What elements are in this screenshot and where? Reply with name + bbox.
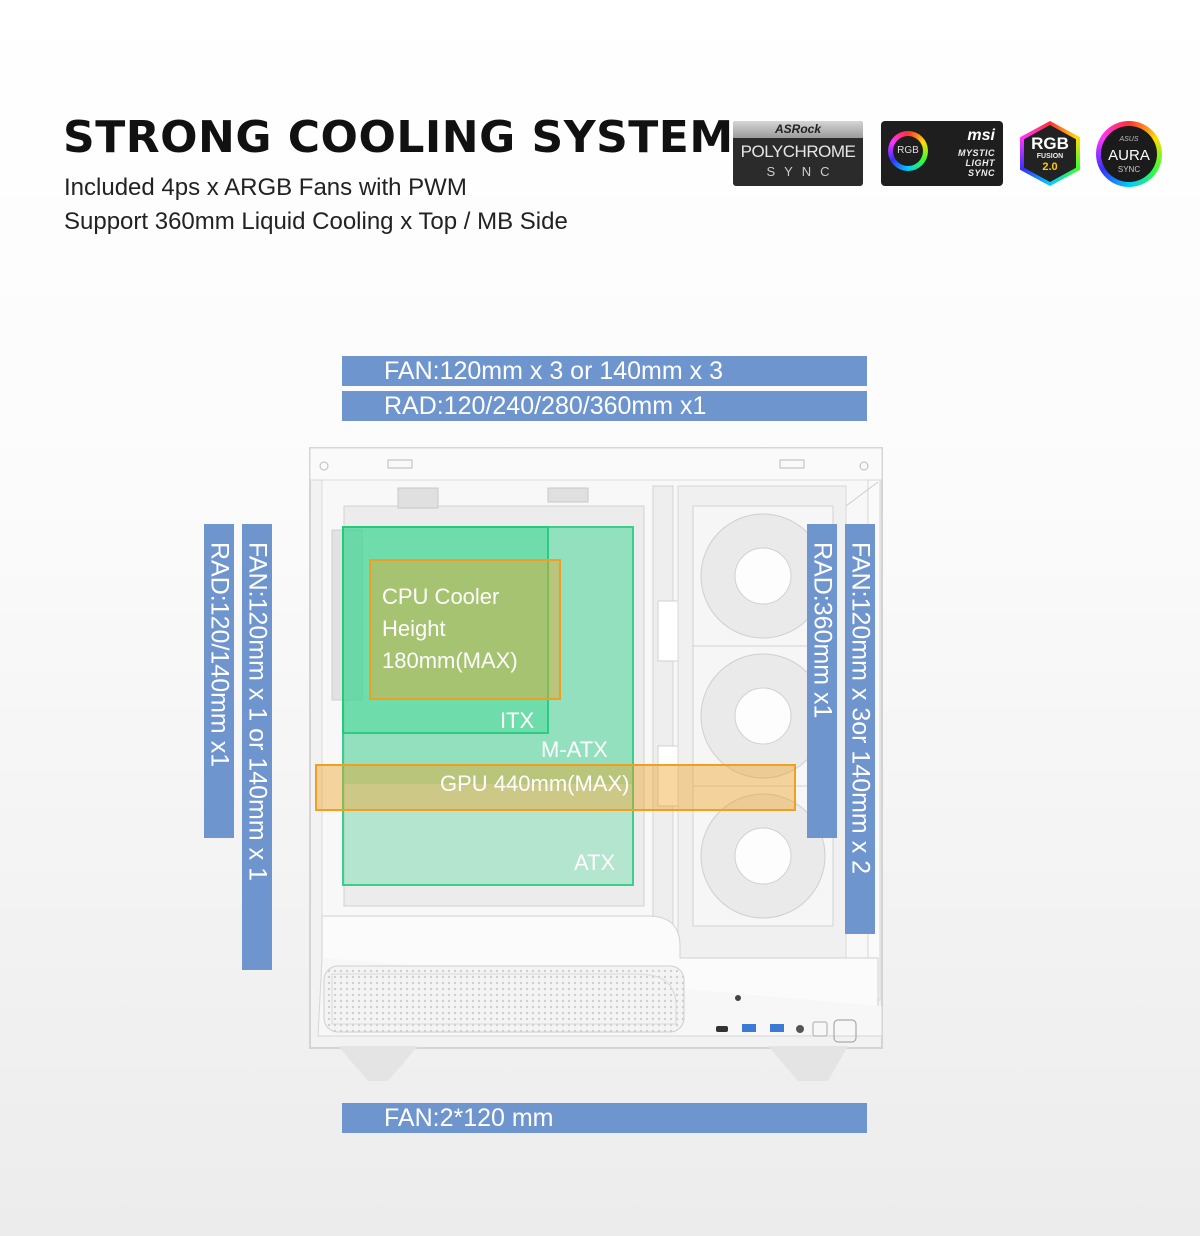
left-fan-text: FAN:120mm x 1 or 140mm x 1 bbox=[243, 542, 272, 882]
rgb-ring-icon: RGB bbox=[888, 131, 928, 171]
msi-line-2: LIGHT bbox=[965, 158, 995, 168]
subtitle-fans: Included 4ps x ARGB Fans with PWM bbox=[64, 174, 467, 201]
matx-zone bbox=[342, 526, 634, 784]
cpu-cooler-zone bbox=[369, 559, 561, 700]
asus-brand: ASUS bbox=[1119, 136, 1139, 143]
top-fan-label: FAN:120mm x 3 or 140mm x 3 bbox=[342, 356, 867, 386]
rgb-fusion-logo: RGB FUSION 2.0 bbox=[1020, 121, 1080, 186]
right-rad-label: RAD:360mm x1 bbox=[807, 524, 837, 838]
rgb-fusion-sub: FUSION bbox=[1036, 153, 1064, 160]
msi-rgb-badge: RGB bbox=[893, 136, 923, 166]
atx-label: ATX bbox=[574, 850, 616, 875]
cpu-cooler-label-1: CPU Cooler bbox=[382, 584, 500, 609]
asrock-brand: ASRock bbox=[733, 121, 863, 138]
aura-text: AURA bbox=[1108, 147, 1150, 164]
gpu-label: GPU 440mm(MAX) bbox=[440, 771, 630, 796]
msi-line-1: MYSTIC bbox=[957, 148, 995, 158]
right-fan-label: FAN:120mm x 3or 140mm x 2 bbox=[845, 524, 875, 934]
asrock-polychrome-logo: ASRock POLYCHROME SYNC bbox=[733, 121, 863, 186]
msi-mystic-light-logo: RGB msi MYSTIC LIGHT SYNC bbox=[881, 121, 1003, 186]
subtitle-liquid-cooling: Support 360mm Liquid Cooling x Top / MB … bbox=[64, 208, 568, 235]
matx-label: M-ATX bbox=[541, 737, 608, 762]
left-rad-label: RAD:120/140mm x1 bbox=[204, 524, 234, 838]
asus-aura-sync-logo: ASUS AURA SYNC bbox=[1096, 121, 1162, 187]
page-title: STRONG COOLING SYSTEM bbox=[63, 112, 734, 163]
cpu-cooler-label-2: Height bbox=[382, 616, 446, 641]
aura-sync-text: SYNC bbox=[1117, 165, 1141, 174]
bottom-fan-label: FAN:2*120 mm bbox=[342, 1103, 867, 1133]
polychrome-sync-text: SYNC bbox=[766, 164, 839, 179]
msi-brand: msi bbox=[967, 127, 995, 144]
right-fan-text: FAN:120mm x 3or 140mm x 2 bbox=[846, 542, 875, 875]
cpu-cooler-label-3: 180mm(MAX) bbox=[382, 648, 518, 673]
rgb-fusion-version: 2.0 bbox=[1042, 161, 1058, 173]
pc-case-illustration bbox=[309, 447, 883, 1081]
gpu-zone bbox=[315, 764, 796, 811]
left-fan-label: FAN:120mm x 1 or 140mm x 1 bbox=[242, 524, 272, 970]
itx-label: ITX bbox=[500, 708, 535, 733]
polychrome-text: POLYCHROME bbox=[740, 142, 856, 161]
rgb-fusion-title: RGB bbox=[1031, 134, 1069, 153]
msi-line-3: SYNC bbox=[967, 168, 995, 178]
fan-icon bbox=[331, 529, 363, 701]
top-rad-label: RAD:120/240/280/360mm x1 bbox=[342, 391, 867, 421]
right-rad-text: RAD:360mm x1 bbox=[808, 542, 837, 719]
left-rad-text: RAD:120/140mm x1 bbox=[205, 542, 234, 768]
